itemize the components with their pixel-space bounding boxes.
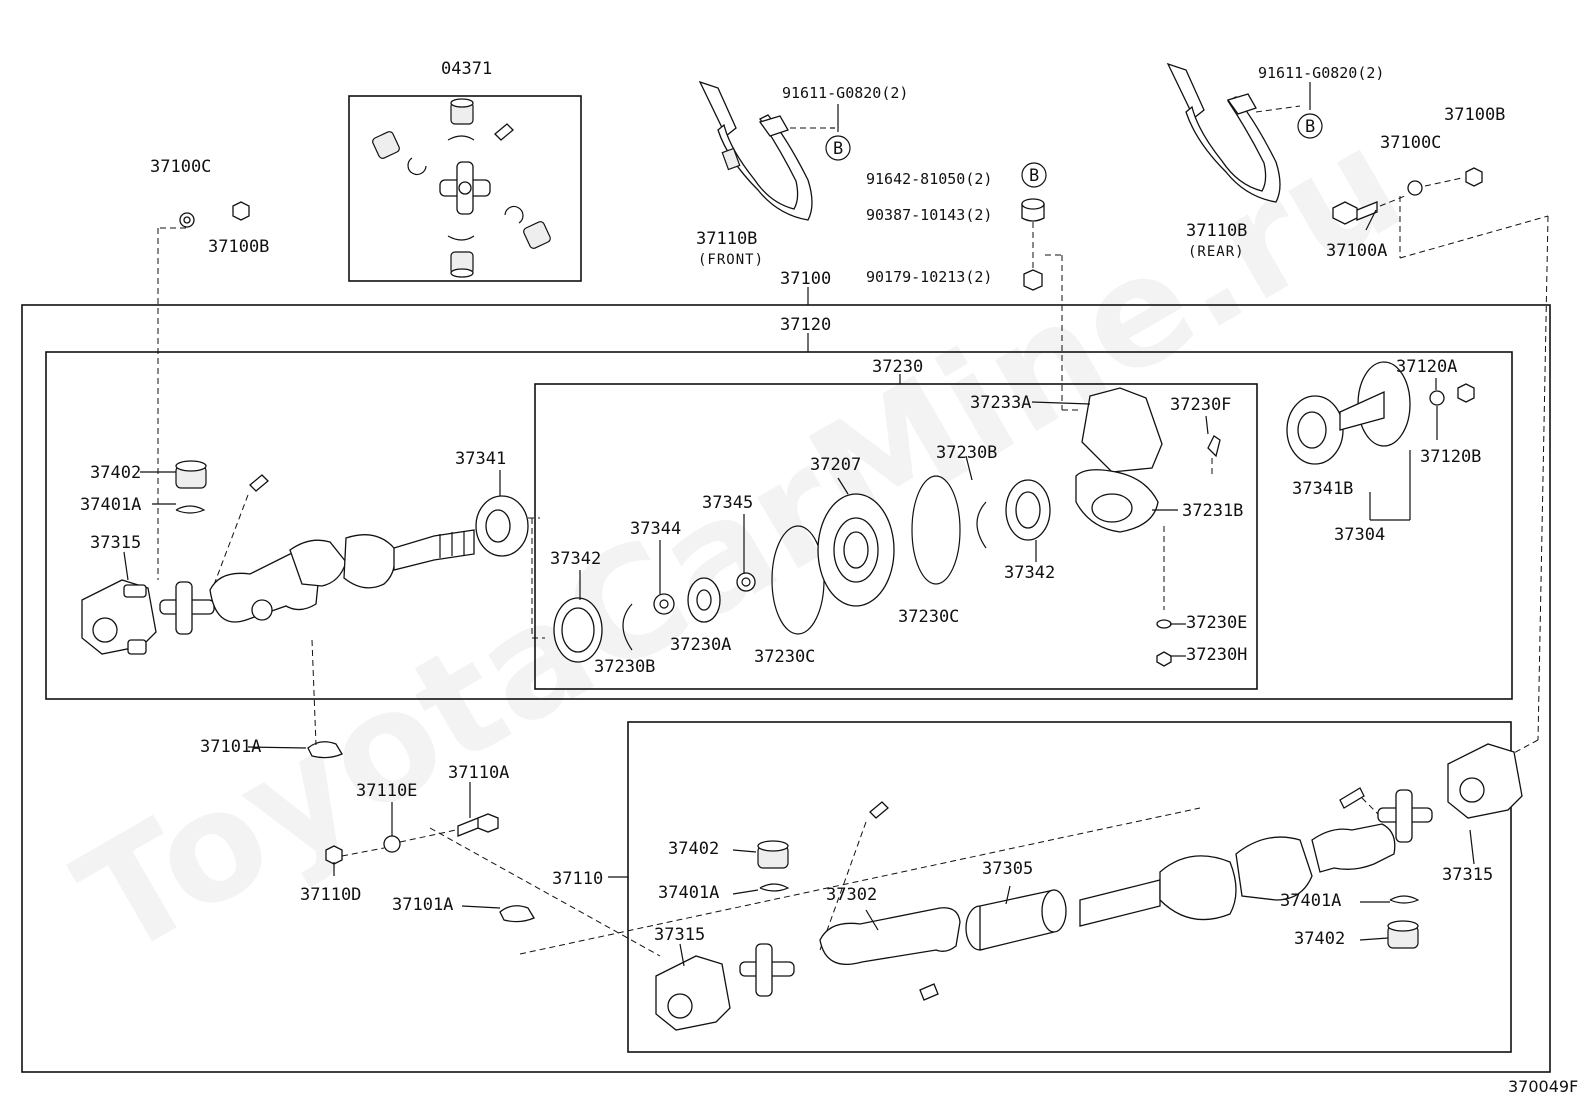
label-37341: 37341 <box>455 449 506 469</box>
group-label-37120: 37120 <box>780 315 831 335</box>
clip-37101A-b <box>499 905 535 923</box>
label-37110A: 37110A <box>448 763 509 783</box>
ref-mark-B-rear-letter: B <box>1305 117 1315 137</box>
label-37110D: 37110D <box>300 885 361 905</box>
label-rear-note: (REAR) <box>1188 244 1245 260</box>
label-37401A-a: 37401A <box>80 495 141 515</box>
rear-shaft-frame <box>627 721 1512 1053</box>
center-bearing-frame <box>534 383 1258 690</box>
spider-kit-box <box>348 95 582 282</box>
label-37233A: 37233A <box>970 393 1031 413</box>
label-37315-c: 37315 <box>1442 865 1493 885</box>
ref-mark-B-mid-letter: B <box>1029 166 1039 186</box>
label-37207: 37207 <box>810 455 861 475</box>
group-label-37230: 37230 <box>872 357 923 377</box>
label-front-note: (FRONT) <box>698 252 764 268</box>
label-37230C-b: 37230C <box>898 607 959 627</box>
main-assembly-frame <box>21 304 1551 1073</box>
ref-mark-B-rear <box>1297 113 1323 139</box>
front-shaft-frame <box>45 351 1513 700</box>
front-shaft-parts <box>81 460 545 759</box>
label-37315-b: 37315 <box>654 925 705 945</box>
label-37305: 37305 <box>982 859 1033 879</box>
label-37110E: 37110E <box>356 781 417 801</box>
label-37100C-left: 37100C <box>150 157 211 177</box>
label-37101A-b: 37101A <box>392 895 453 915</box>
label-37120B: 37120B <box>1420 447 1481 467</box>
label-37101A-a: 37101A <box>200 737 261 757</box>
label-37100A-right: 37100A <box>1326 241 1387 261</box>
washer-37110E <box>383 835 401 853</box>
bolt-37100A <box>1332 201 1378 225</box>
label-37230H: 37230H <box>1186 645 1247 665</box>
label-37342-a: 37342 <box>550 549 601 569</box>
label-90179: 90179-10213(2) <box>866 268 992 286</box>
ref-mark-B-mid <box>1021 162 1047 188</box>
rear-shaft-parts <box>655 743 1523 1031</box>
label-37230B-b: 37230B <box>936 443 997 463</box>
nut-37100B-left <box>232 201 250 221</box>
label-37402-c: 37402 <box>1294 929 1345 949</box>
nut-90179 <box>1023 269 1043 291</box>
label-37230B-a: 37230B <box>594 657 655 677</box>
label-37100B-left: 37100B <box>208 237 269 257</box>
label-90387: 90387-10143(2) <box>866 206 992 224</box>
ref-mark-B-front <box>825 135 851 161</box>
nut-37100B-right <box>1465 167 1483 187</box>
companion-flange-parts <box>1286 361 1475 465</box>
label-37402-b: 37402 <box>668 839 719 859</box>
nut-37110D <box>325 845 343 865</box>
label-91611-rear: 91611-G0820(2) <box>1258 64 1384 82</box>
label-91611-front: 91611-G0820(2) <box>782 84 908 102</box>
label-37304: 37304 <box>1334 525 1385 545</box>
center-bearing-parts <box>553 387 1221 667</box>
front-strap-37110B <box>698 80 813 221</box>
label-37230A: 37230A <box>670 635 731 655</box>
label-37110B-rear: 37110B <box>1186 221 1247 241</box>
label-37100B-right: 37100B <box>1444 105 1505 125</box>
label-37401A-c: 37401A <box>1280 891 1341 911</box>
diagram-code: 370049F <box>1508 1077 1578 1096</box>
label-37302: 37302 <box>826 885 877 905</box>
label-37110B-front: 37110B <box>696 229 757 249</box>
label-37230E: 37230E <box>1186 613 1247 633</box>
label-37315-a: 37315 <box>90 533 141 553</box>
label-37100C-right: 37100C <box>1380 133 1441 153</box>
label-37345: 37345 <box>702 493 753 513</box>
label-37341B: 37341B <box>1292 479 1353 499</box>
label-37120A: 37120A <box>1396 357 1457 377</box>
group-label-37100: 37100 <box>780 269 831 289</box>
group-label-37110: 37110 <box>552 869 603 889</box>
label-37231B: 37231B <box>1182 501 1243 521</box>
washer-37100C-right <box>1407 180 1423 196</box>
label-37230C-a: 37230C <box>754 647 815 667</box>
label-37342-b: 37342 <box>1004 563 1055 583</box>
group-label-04371: 04371 <box>441 59 492 79</box>
bolt-37110A <box>457 813 499 837</box>
label-37401A-b: 37401A <box>658 883 719 903</box>
label-91642: 91642-81050(2) <box>866 170 992 188</box>
label-37402-a: 37402 <box>90 463 141 483</box>
spider-kit-parts <box>372 98 551 278</box>
label-37344: 37344 <box>630 519 681 539</box>
rear-strap-37110B <box>1166 62 1281 203</box>
ref-mark-B-front-letter: B <box>833 139 843 159</box>
label-37230F: 37230F <box>1170 395 1231 415</box>
